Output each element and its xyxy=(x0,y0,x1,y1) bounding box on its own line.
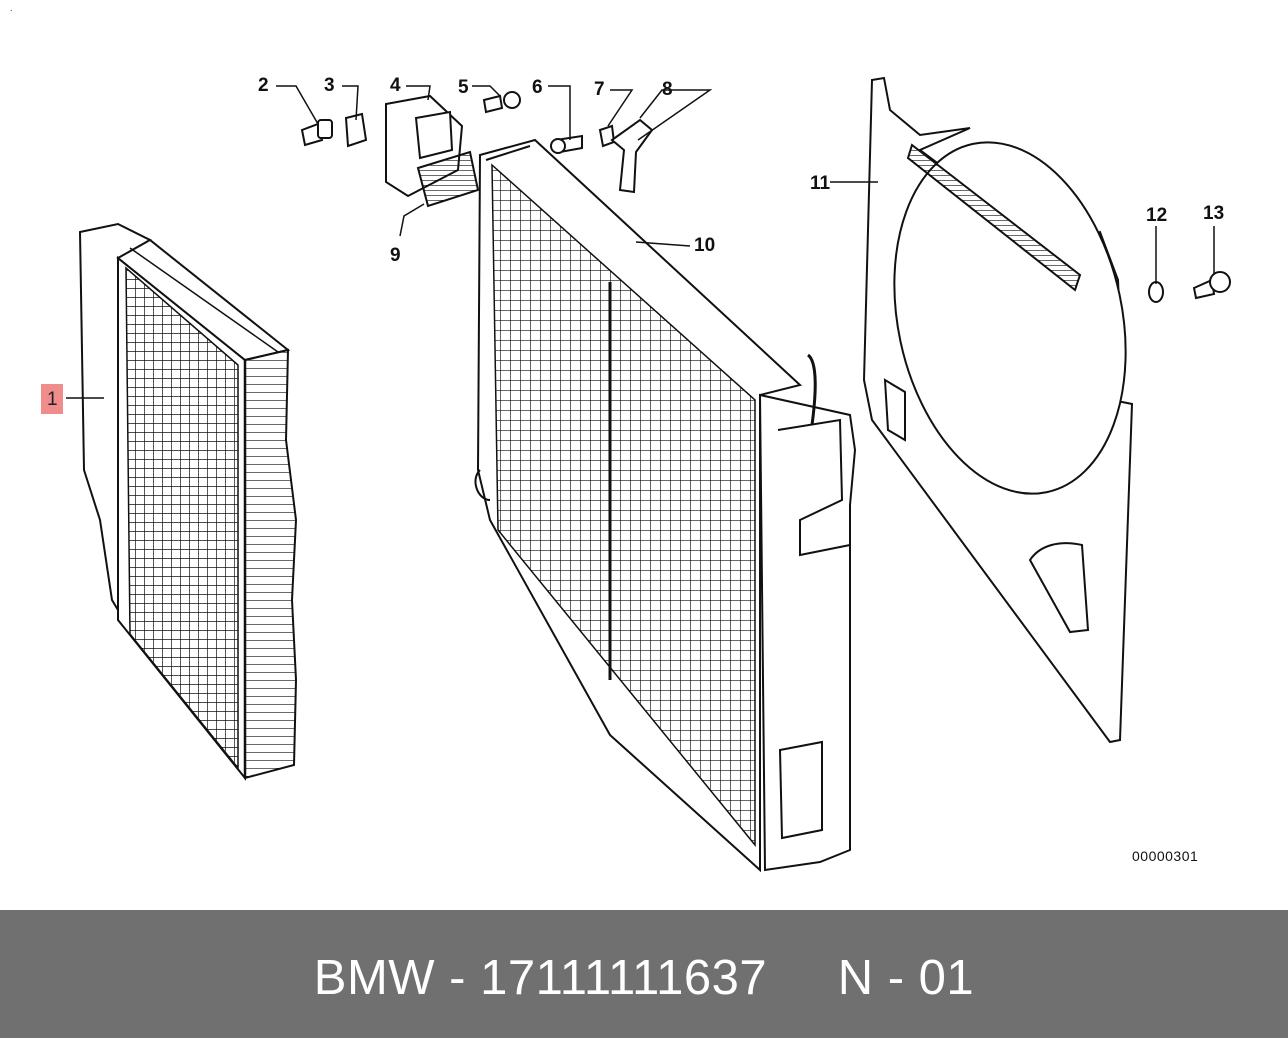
part-number-caption: BMW - 17111111637 N - 01 xyxy=(313,951,975,1005)
parts-diagram: . 1 2 3 4 5 6 7 8 9 10 11 12 13 00000301 xyxy=(10,3,1231,873)
callout-13[interactable]: 13 xyxy=(1203,203,1225,224)
spring-part-7 xyxy=(598,124,616,148)
callout-1[interactable]: 1 xyxy=(41,384,63,414)
callout-11[interactable]: 11 xyxy=(810,173,831,194)
callout-5[interactable]: 5 xyxy=(458,77,469,98)
radiator-part-10 xyxy=(474,138,857,873)
corner-mark: . xyxy=(10,3,13,13)
rubber-mount-part-9 xyxy=(416,150,480,208)
callout-10[interactable]: 10 xyxy=(694,235,716,256)
leader-lines xyxy=(66,85,1215,399)
callout-2[interactable]: 2 xyxy=(258,75,269,96)
callout-7[interactable]: 7 xyxy=(594,79,605,100)
fan-shroud-part-11 xyxy=(862,76,1134,744)
radiator-core-part-1 xyxy=(78,222,298,781)
callout-4[interactable]: 4 xyxy=(390,75,401,96)
exploded-view-drawing xyxy=(66,76,1231,873)
hardware-parts xyxy=(300,91,1231,303)
callout-3[interactable]: 3 xyxy=(324,75,335,96)
drawing-code: 00000301 xyxy=(1132,848,1199,864)
nut-part-5 xyxy=(503,91,521,109)
callout-6[interactable]: 6 xyxy=(532,77,543,98)
screw-part-13 xyxy=(1192,278,1216,300)
callout-9[interactable]: 9 xyxy=(390,245,401,266)
callout-8[interactable]: 8 xyxy=(662,79,673,100)
footer-bar: BMW - 17111111637 N - 01 xyxy=(0,910,1288,1038)
bolt-head-part-2 xyxy=(317,119,333,139)
washer-part-12 xyxy=(1148,281,1164,303)
callout-12[interactable]: 12 xyxy=(1146,205,1168,226)
screw-part-5 xyxy=(482,94,504,114)
bracket-part-8 xyxy=(610,118,654,194)
